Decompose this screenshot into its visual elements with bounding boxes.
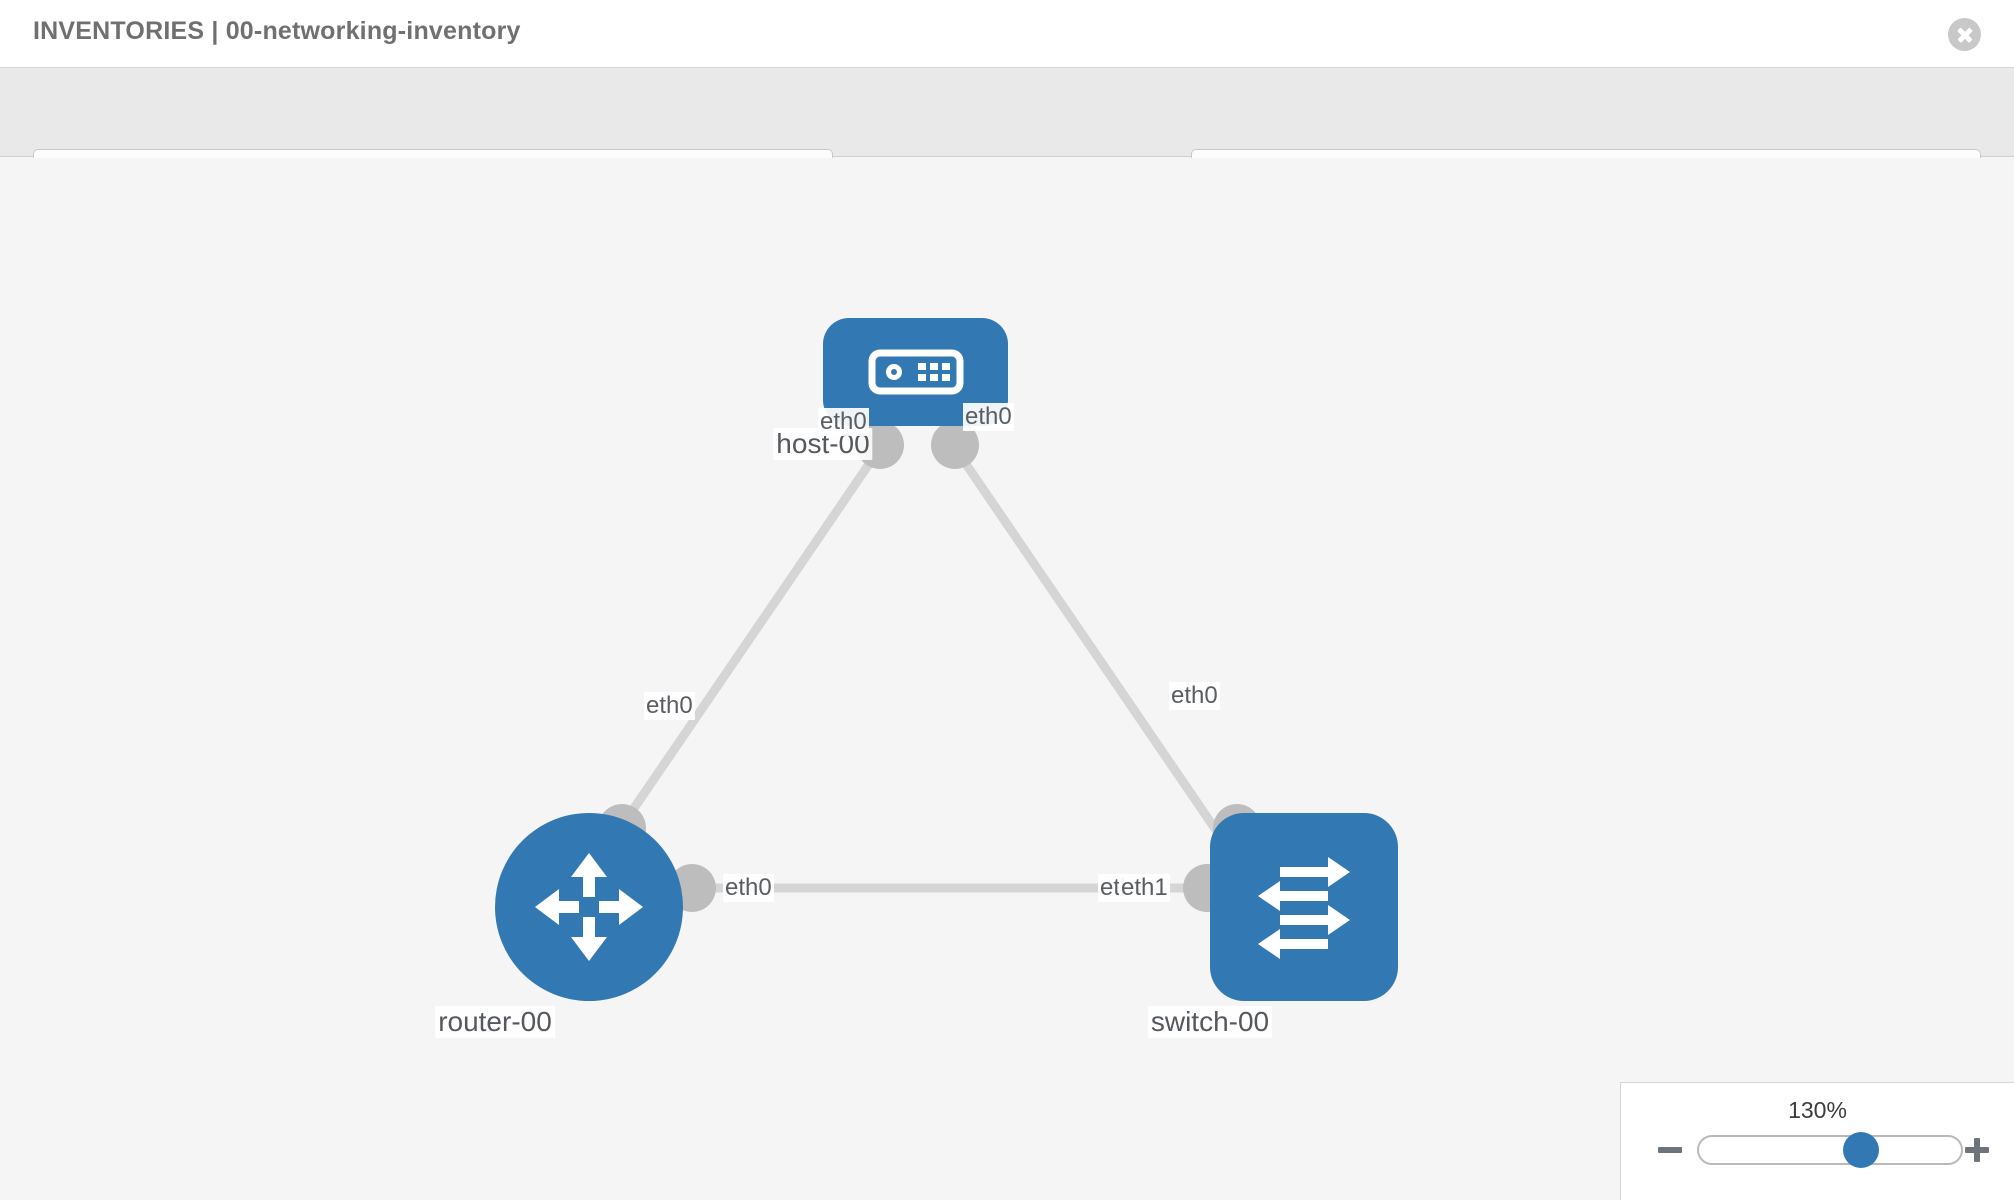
iface-label-switch-left: eth1 [1119, 874, 1170, 902]
topology-canvas[interactable]: host-00 router-00 [0, 158, 2014, 1200]
router-node-label: router-00 [435, 1006, 555, 1038]
endpoint-host-right [931, 421, 979, 469]
zoom-out-button[interactable] [1655, 1135, 1685, 1165]
topology-links [596, 421, 1261, 912]
router-arrows-icon [535, 853, 643, 961]
iface-label-router-right: eth0 [723, 874, 774, 902]
zoom-control-panel: 130% [1620, 1082, 2014, 1200]
iface-label-router-up: eth0 [644, 692, 695, 720]
link-host-router [596, 445, 884, 861]
zoom-in-button[interactable] [1962, 1135, 1992, 1165]
switch-node-label: switch-00 [1147, 1006, 1273, 1038]
switch-arrows-icon [1258, 857, 1350, 959]
close-icon[interactable] [1948, 18, 1981, 51]
zoom-slider-track[interactable] [1697, 1132, 1963, 1168]
toolbar: ACTIONS SEARCH [0, 68, 2014, 201]
breadcrumb: INVENTORIES | 00-networking-inventory [33, 17, 521, 45]
router-node-shape[interactable] [495, 813, 683, 1001]
zoom-level-value: 130% [1788, 1097, 1847, 1123]
server-icon [868, 349, 963, 395]
iface-label-host-right: eth0 [963, 403, 1014, 431]
zoom-slider-thumb[interactable] [1843, 1132, 1880, 1168]
page-header: INVENTORIES | 00-networking-inventory [0, 0, 2014, 68]
switch-node-shape[interactable] [1210, 813, 1398, 1001]
link-host-switch [951, 445, 1239, 861]
iface-label-switch-up: eth0 [1169, 682, 1220, 710]
iface-label-host-left: eth0 [818, 408, 869, 436]
